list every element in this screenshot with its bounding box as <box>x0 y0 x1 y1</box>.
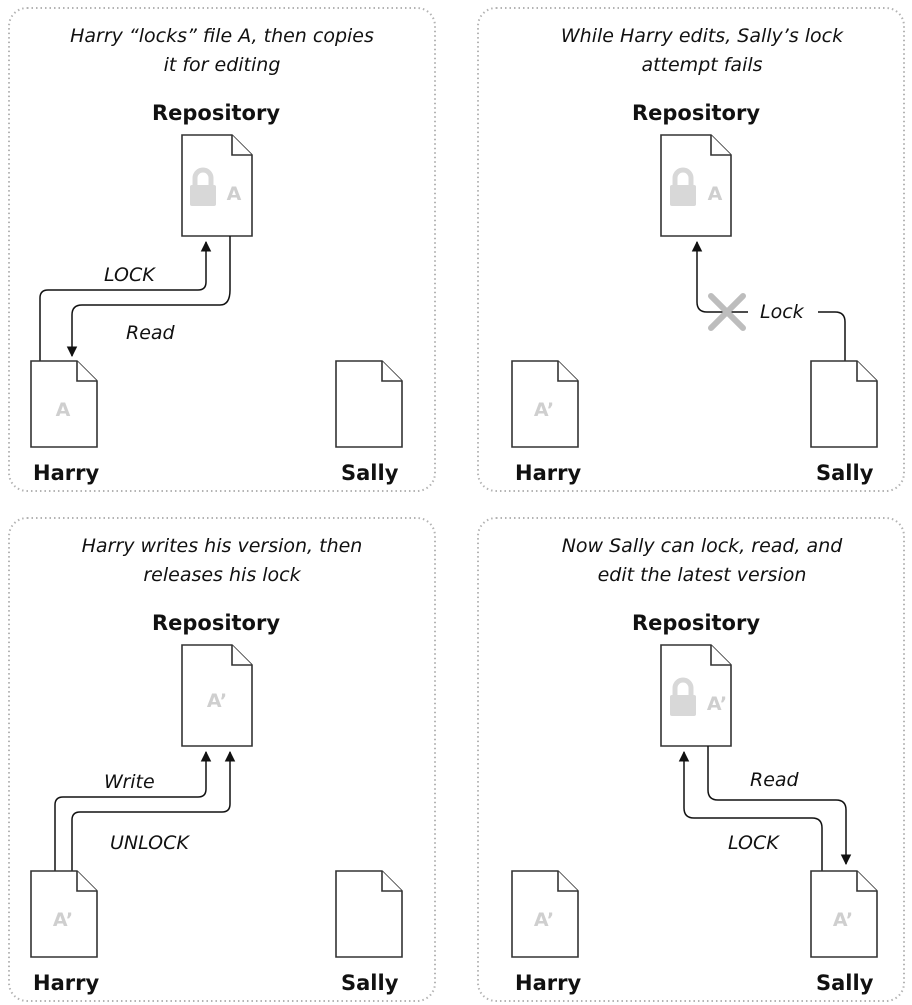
panel-2-caption-line-1: While Harry edits, Sally’s lock <box>561 25 844 47</box>
panel-3-harry-letter: A’ <box>53 909 73 931</box>
panel-4-caption-line-2: edit the latest version <box>598 564 807 586</box>
panel-4-harry-label: Harry <box>515 971 581 995</box>
panel-4-sally-letter: A’ <box>833 909 853 931</box>
panel-1-read-arrow <box>66 236 231 358</box>
panel-1-harry-letter: A <box>56 399 71 421</box>
panel-2-harry-label: Harry <box>515 461 581 485</box>
panel-3-sally-label: Sally <box>341 971 399 995</box>
panel-4-read-label: Read <box>750 769 800 791</box>
panel-4-frame <box>477 517 905 1002</box>
panel-3-repository-letter: A’ <box>207 690 227 712</box>
panel-2-harry-letter: A’ <box>534 399 554 421</box>
panel-2-x-mark-icon <box>708 293 746 331</box>
panel-2-lock-attempt-arrow <box>697 242 846 362</box>
panel-4-repository-document-icon: A’ <box>660 644 732 747</box>
panel-3-repository-document-icon: A’ <box>181 644 253 747</box>
panel-4-repository-letter: A’ <box>707 693 727 715</box>
panel-4-sally-document-icon: A’ <box>810 870 878 958</box>
panel-1-repository-document-icon: A <box>181 134 253 237</box>
panel-4-harry-letter: A’ <box>534 909 554 931</box>
panel-2-repository-letter: A <box>708 183 723 205</box>
panel-1-caption-line-2: it for editing <box>164 54 281 76</box>
panel-2-harry-document-icon: A’ <box>511 360 579 448</box>
panel-2-repository-document-icon: A <box>660 134 732 237</box>
panel-3-unlock-label: UNLOCK <box>110 832 190 854</box>
panel-1-repository-letter: A <box>227 183 242 205</box>
panel-2-lock-label: Lock <box>760 301 805 323</box>
panel-4-harry-document-icon: A’ <box>511 870 579 958</box>
panel-1: Harry “locks” file A, then copies it for… <box>8 7 436 492</box>
panel-3: Harry writes his version, then releases … <box>8 517 436 1002</box>
panel-2-sally-label: Sally <box>816 461 874 485</box>
panel-3-caption-line-1: Harry writes his version, then <box>82 535 363 557</box>
panel-3-write-label: Write <box>104 771 155 793</box>
panel-3-repository-title: Repository <box>152 611 280 635</box>
panel-2-sally-document-icon <box>810 360 878 448</box>
panel-1-frame <box>8 7 436 492</box>
panel-3-sally-document-icon <box>335 870 403 958</box>
panel-1-sally-label: Sally <box>341 461 399 485</box>
panel-3-caption-line-2: releases his lock <box>143 564 301 586</box>
panel-1-lock-label: LOCK <box>104 264 156 286</box>
panel-3-unlock-arrow <box>71 750 236 871</box>
panel-1-harry-label: Harry <box>33 461 99 485</box>
panel-1-caption-line-1: Harry “locks” file A, then copies <box>70 25 374 47</box>
panel-3-frame <box>8 517 436 1002</box>
panel-3-harry-label: Harry <box>33 971 99 995</box>
panel-2-repository-title: Repository <box>632 101 760 125</box>
panel-4-lock-arrow <box>678 750 823 871</box>
panel-1-sally-document-icon <box>335 360 403 448</box>
panel-1-lock-arrow <box>39 240 212 372</box>
panel-4: Now Sally can lock, read, and edit the l… <box>477 517 905 1002</box>
panel-4-sally-label: Sally <box>816 971 874 995</box>
panel-3-harry-document-icon: A’ <box>30 870 98 958</box>
panel-1-harry-document-icon: A <box>30 360 98 448</box>
panel-3-write-arrow <box>54 750 212 871</box>
panel-2: While Harry edits, Sally’s lock attempt … <box>477 7 905 492</box>
panel-4-repository-title: Repository <box>632 611 760 635</box>
panel-4-read-arrow <box>707 746 852 866</box>
panel-1-read-label: Read <box>126 322 176 344</box>
panel-2-caption-line-2: attempt fails <box>641 54 762 76</box>
panel-4-caption-line-1: Now Sally can lock, read, and <box>562 535 844 557</box>
panel-1-repository-title: Repository <box>152 101 280 125</box>
panel-4-lock-label: LOCK <box>728 832 780 854</box>
